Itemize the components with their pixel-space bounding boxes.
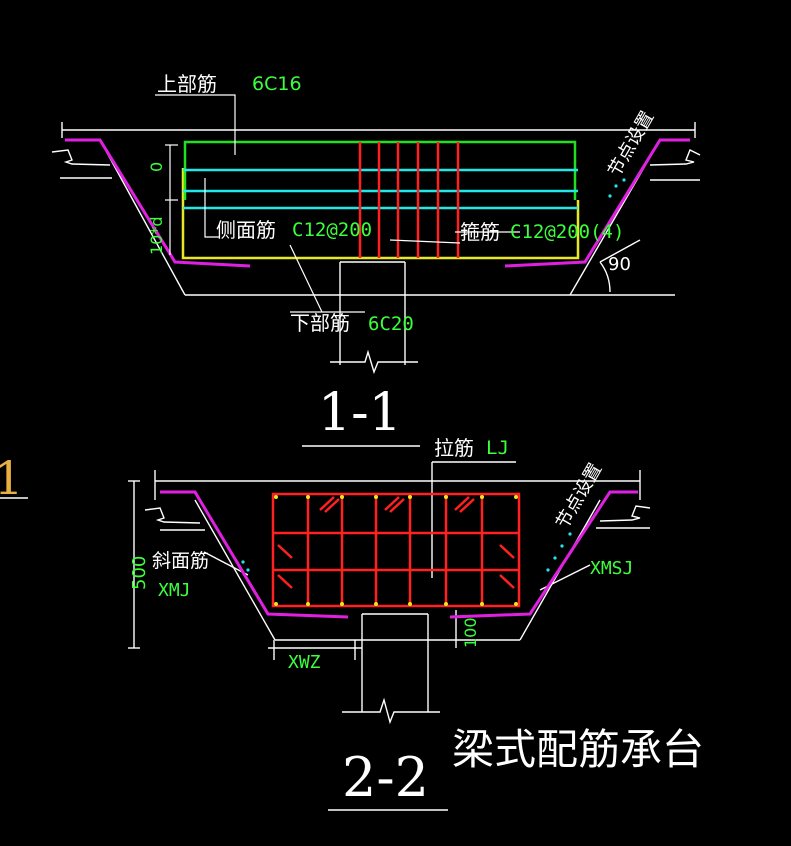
node-note-1: 节点设置 (604, 108, 658, 181)
dim-bottom-label: 100 (461, 617, 480, 648)
oblique-tie-value: XMSJ (590, 558, 633, 579)
section-1-1: 上部筋 6C16 侧面筋 C12@200 箍筋 C12@200(4) 下部筋 6… (51, 72, 701, 447)
pit-outline-2 (128, 461, 651, 725)
bottom-rebar-value: 6C20 (368, 313, 414, 335)
sloped-bars-1 (65, 138, 690, 268)
top-rebar-value: 6C16 (252, 73, 302, 95)
bar-nodes-2 (274, 495, 518, 606)
dim-height-label: 500 (129, 556, 150, 590)
section-2-2: 拉筋 LJ 斜面筋 XMJ XMSJ XWZ 500 100 节点设置 2-2 (128, 436, 651, 811)
oblique-value: XMJ (158, 580, 191, 601)
drawing-caption: 梁式配筋承台 (452, 725, 704, 774)
sloped-bars-2 (160, 490, 638, 619)
section-title-2-2: 2-2 (342, 746, 429, 809)
node-dots-2 (241, 532, 572, 572)
bottom-rebar-label: 下部筋 (290, 311, 350, 335)
section-title-1-1: 1-1 (318, 383, 402, 443)
angle-label: 90 (608, 254, 631, 275)
rebar-cage-2 (271, 492, 521, 608)
side-rebar-label: 侧面筋 (216, 218, 276, 242)
tie-value: LJ (486, 437, 509, 459)
dim-side-label: 10*d (147, 216, 166, 255)
stirrup-value: C12@200(4) (510, 221, 624, 243)
side-rebar-value: C12@200 (292, 219, 372, 241)
side-bars-1 (183, 168, 578, 210)
tie-label: 拉筋 (434, 436, 474, 460)
top-rebar-label: 上部筋 (157, 72, 217, 96)
bottom-bar-1 (181, 168, 580, 260)
dim-top-label: 0 (147, 162, 166, 172)
oblique-label: 斜面筋 (152, 550, 209, 572)
stirrup-label: 箍筋 (460, 220, 500, 244)
stirrups-1 (358, 142, 460, 258)
leaders-1 (155, 94, 520, 313)
node-dots-1 (608, 178, 626, 198)
edge-fragment-label: 1 (0, 451, 23, 505)
bottom-width-value: XWZ (288, 652, 321, 673)
node-note-2: 节点设置 (552, 460, 606, 533)
